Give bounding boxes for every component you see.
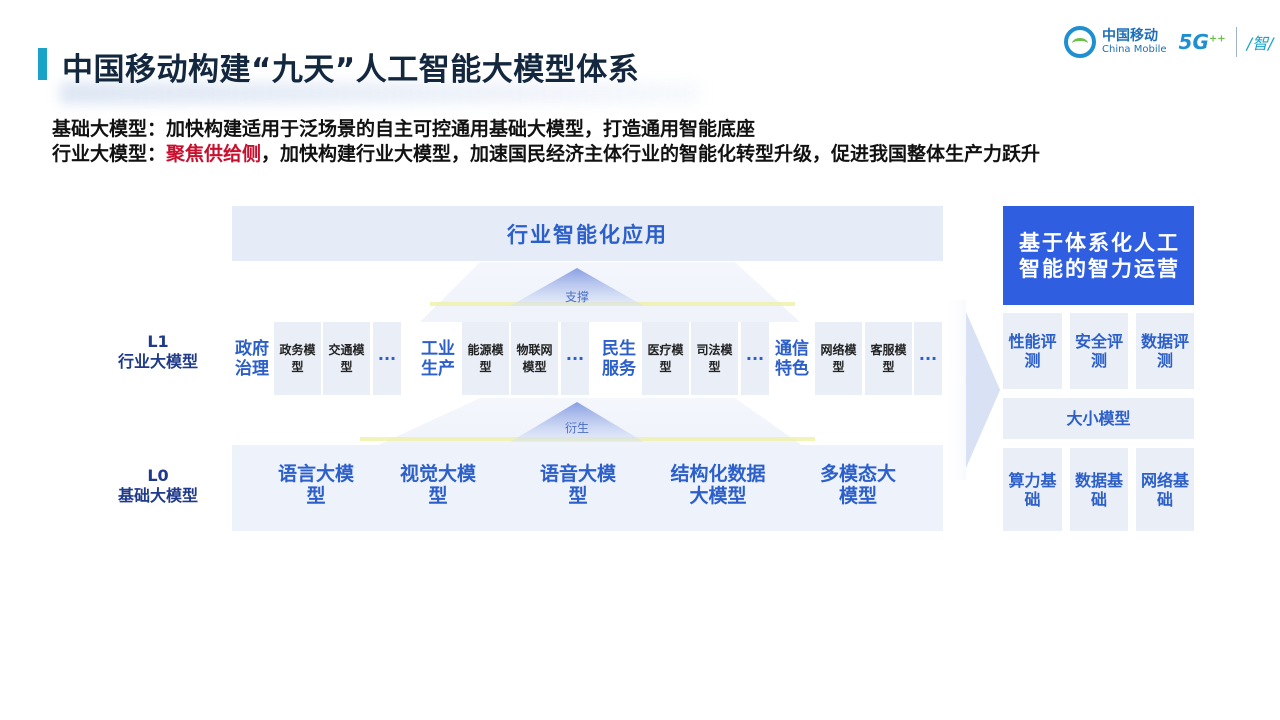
eval-card: 数据评测 bbox=[1136, 313, 1194, 389]
logo-en-text: China Mobile bbox=[1102, 44, 1167, 56]
more-models: ··· bbox=[373, 322, 401, 395]
model-card: 能源模型 bbox=[462, 322, 509, 395]
model-card: 政务模型 bbox=[274, 322, 321, 395]
support-label: 支撑 bbox=[564, 289, 589, 304]
base-model-language: 语言大模型 bbox=[277, 463, 354, 507]
industry-application-band: 行业智能化应用 bbox=[232, 206, 943, 261]
more-models: ··· bbox=[561, 322, 589, 395]
base-model-speech: 语音大模型 bbox=[539, 463, 616, 507]
model-card: 网络模型 bbox=[815, 322, 862, 395]
level-l1-label: L1 行业大模型 bbox=[117, 332, 198, 371]
model-card: 司法模型 bbox=[691, 322, 738, 395]
logo-cn-text: 中国移动 bbox=[1102, 27, 1158, 44]
page-title: 中国移动构建“九天”人工智能大模型体系 bbox=[62, 52, 640, 88]
description-line-2: 行业大模型：聚焦供给侧，加快构建行业大模型，加速国民经济主体行业的智能化转型升级… bbox=[52, 143, 1041, 165]
base-model-vision: 视觉大模型 bbox=[399, 463, 476, 507]
eval-card: 安全评测 bbox=[1070, 313, 1128, 389]
description-line-1: 基础大模型：加快构建适用于泛场景的自主可控通用基础大模型，打造通用智能底座 bbox=[52, 118, 756, 140]
brand-logo: 中国移动 China Mobile 5G++ /智/ bbox=[1064, 24, 1273, 60]
foundation-model-band bbox=[232, 445, 943, 531]
eval-card: 性能评测 bbox=[1003, 313, 1062, 389]
title-accent-bar bbox=[38, 48, 47, 80]
large-small-models: 大小模型 bbox=[1003, 398, 1194, 439]
model-card: 客服模型 bbox=[865, 322, 912, 395]
china-mobile-logo-icon bbox=[1064, 26, 1096, 58]
category-livelihood: 民生服务 bbox=[602, 338, 636, 379]
operations-title: 基于体系化人工智能的智力运营 bbox=[1003, 206, 1194, 305]
foundation-card: 数据基础 bbox=[1070, 448, 1128, 531]
category-government: 政府治理 bbox=[235, 338, 269, 379]
foundation-card: 网络基础 bbox=[1136, 448, 1194, 531]
category-industry: 工业生产 bbox=[421, 338, 455, 379]
highlight-text: 聚焦供给侧 bbox=[166, 143, 262, 165]
level-l0-label: L0 基础大模型 bbox=[117, 466, 198, 505]
base-model-structured-data: 结构化数据大模型 bbox=[670, 463, 766, 507]
base-model-multimodal: 多模态大模型 bbox=[819, 463, 896, 507]
model-card: 交通模型 bbox=[323, 322, 370, 395]
logo-divider bbox=[1235, 27, 1237, 57]
brand-seal: /智/ bbox=[1246, 34, 1274, 53]
model-card: 物联网模型 bbox=[511, 322, 558, 395]
category-telecom: 通信特色 bbox=[775, 338, 809, 379]
more-models: ··· bbox=[741, 322, 769, 395]
more-models: ··· bbox=[914, 322, 942, 395]
model-card: 医疗模型 bbox=[642, 322, 689, 395]
derive-label: 衍生 bbox=[564, 420, 589, 435]
foundation-card: 算力基础 bbox=[1003, 448, 1062, 531]
title-shadow bbox=[60, 82, 700, 104]
5g-logo: 5G++ bbox=[1178, 30, 1226, 54]
